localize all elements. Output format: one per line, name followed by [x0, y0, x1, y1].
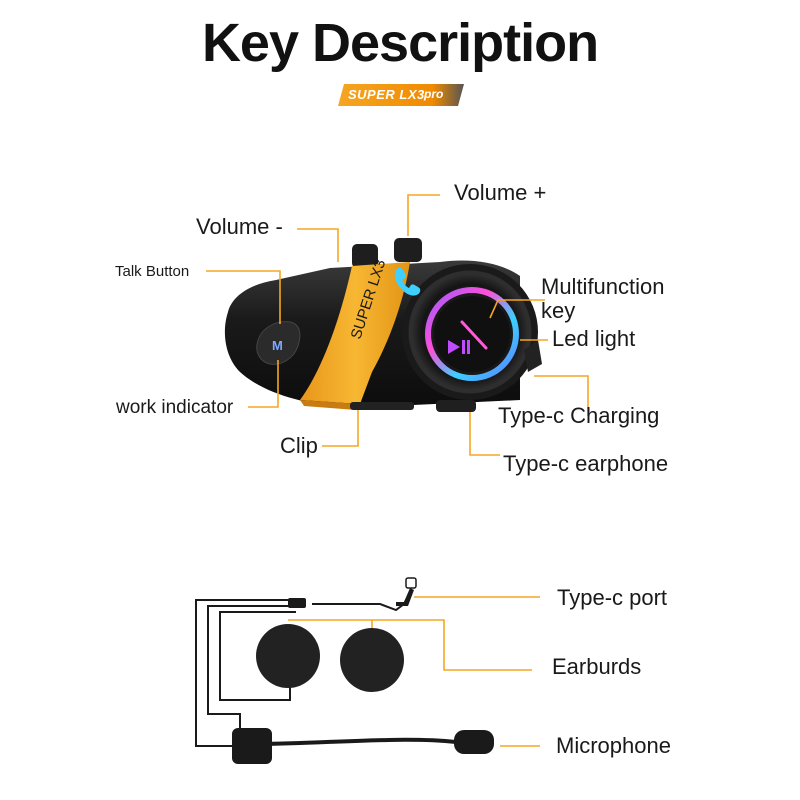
phone-icon: [394, 267, 488, 350]
label-volume-plus: Volume +: [454, 180, 547, 205]
type-c-port-on-device: [524, 340, 542, 372]
cable-connector: [288, 598, 306, 608]
volume-buttons[interactable]: [352, 238, 422, 268]
mic-clip: [232, 728, 272, 764]
earbud-right: [340, 628, 404, 692]
earbud-left: [256, 624, 320, 688]
product-badge: SUPER LX3 pro: [338, 84, 464, 106]
talk-button-letter: M: [272, 338, 283, 353]
badge-suffix: pro: [424, 87, 444, 101]
label-clip: Clip: [280, 433, 318, 458]
device-leader-lines: [206, 194, 589, 456]
label-earbuds: Earburds: [552, 654, 642, 679]
accessory-leader-lines: [288, 596, 540, 747]
label-type-c-port: Type-c port: [557, 585, 668, 610]
label-work-indicator: work indicator: [116, 397, 234, 418]
label-talk-button: Talk Button: [115, 263, 190, 280]
label-type-c-earphone: Type-c earphone: [503, 451, 669, 476]
label-microphone: Microphone: [556, 733, 671, 758]
usb-c-plug-icon: [396, 577, 417, 606]
play-pause-icon: [448, 340, 470, 354]
badge-text: SUPER LX3: [348, 87, 425, 102]
page-title: Key Description: [201, 13, 599, 73]
label-key: key: [541, 298, 576, 323]
talk-button[interactable]: M: [256, 321, 301, 365]
label-volume-minus: Volume -: [196, 214, 283, 239]
label-type-c-charging: Type-c Charging: [498, 403, 660, 428]
label-multifunction: Multifunction: [541, 274, 665, 299]
label-led-light: Led light: [552, 326, 636, 351]
accessory-diagram: [195, 577, 494, 764]
led-ring: [425, 287, 519, 381]
microphone-foam: [454, 730, 494, 754]
